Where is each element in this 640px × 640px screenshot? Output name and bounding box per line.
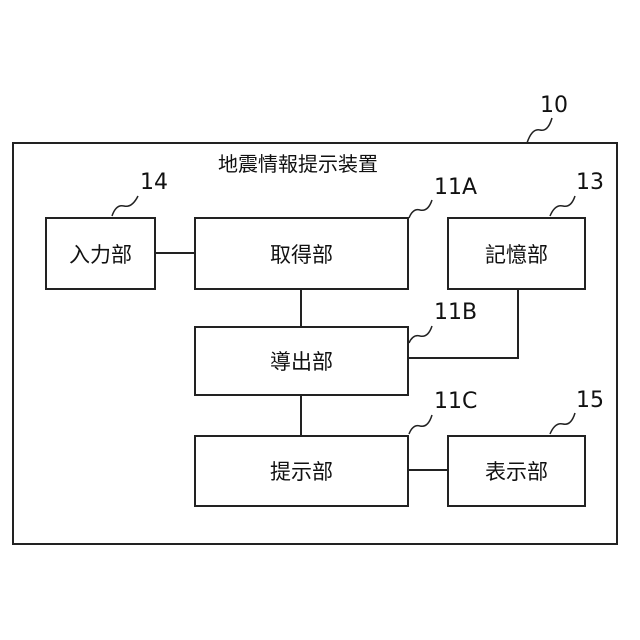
leader-13	[550, 196, 575, 216]
leader-11B	[409, 326, 432, 343]
derivation-block: 導出部	[194, 326, 409, 396]
storage-label: 記憶部	[485, 239, 548, 269]
leader-11C	[409, 415, 432, 434]
leader-14	[112, 196, 138, 216]
derivation-ref: 11B	[434, 300, 477, 325]
display-block: 表示部	[447, 435, 586, 507]
leader-10	[527, 118, 552, 143]
acquisition-block: 取得部	[194, 217, 409, 290]
leader-15	[550, 413, 575, 434]
display-label: 表示部	[485, 456, 548, 486]
presentation-block: 提示部	[194, 435, 409, 507]
input-block: 入力部	[45, 217, 156, 290]
storage-block: 記憶部	[447, 217, 586, 290]
input-ref: 14	[140, 170, 168, 195]
leader-11A	[409, 200, 432, 218]
derivation-label: 導出部	[270, 346, 333, 376]
presentation-label: 提示部	[270, 456, 333, 486]
acquisition-label: 取得部	[270, 239, 333, 269]
device-title: 地震情報提示装置	[218, 148, 378, 177]
input-label: 入力部	[69, 239, 132, 269]
device-ref: 10	[540, 93, 568, 118]
display-ref: 15	[576, 388, 604, 413]
presentation-ref: 11C	[434, 389, 477, 414]
acquisition-ref: 11A	[434, 175, 477, 200]
storage-ref: 13	[576, 170, 604, 195]
